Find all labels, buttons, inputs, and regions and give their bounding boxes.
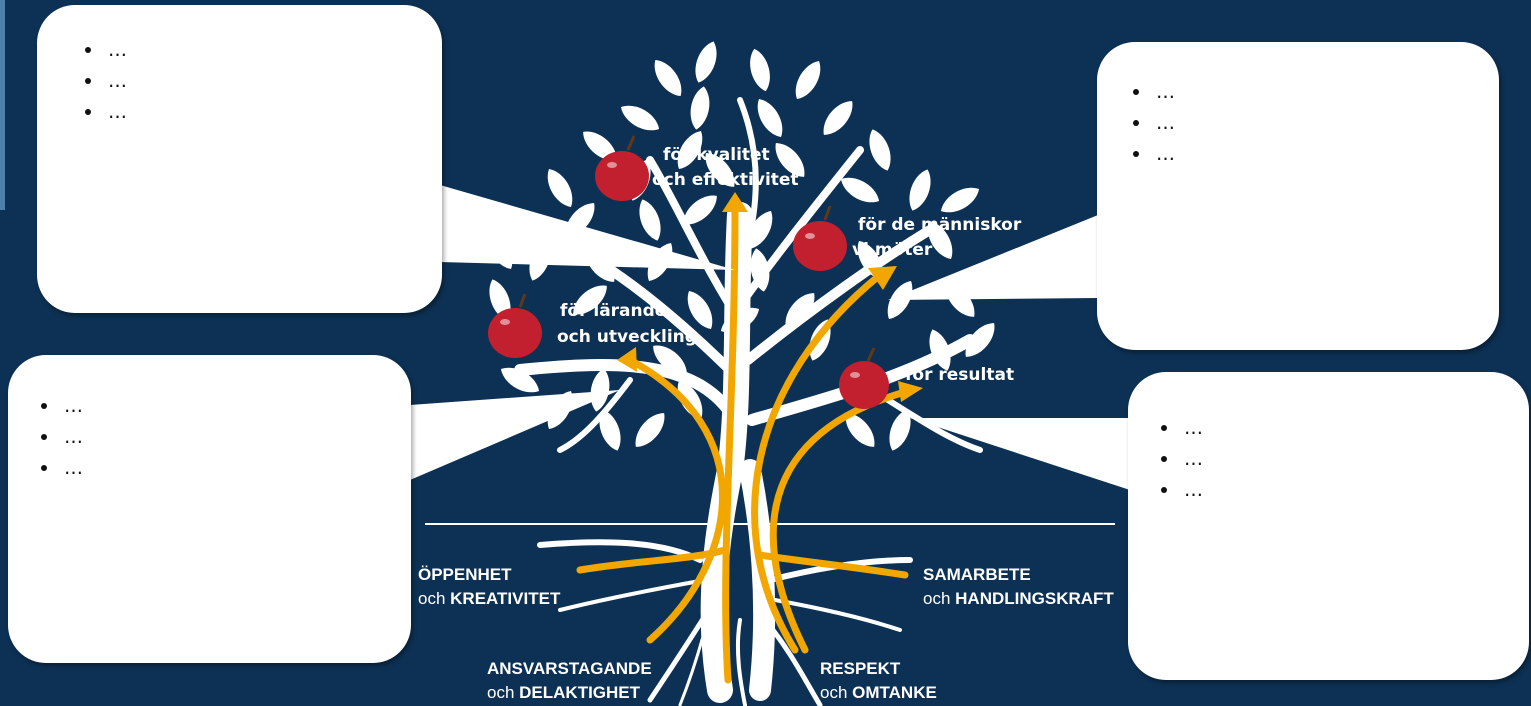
callout-bottom-left[interactable]: … … … xyxy=(8,355,411,663)
fruit-label-larande-1: för lärande xyxy=(560,301,666,321)
leaf-icon xyxy=(869,129,891,171)
leaf-icon xyxy=(639,199,661,241)
leaf-icon xyxy=(940,187,980,213)
bullet-item: … xyxy=(36,393,411,424)
leaf-icon xyxy=(599,409,621,451)
leaf-icon xyxy=(705,153,735,187)
leaf-icon xyxy=(785,293,815,327)
growth-arrows xyxy=(576,206,909,684)
bullet-item: … xyxy=(36,424,411,455)
bullet-item: … xyxy=(1156,415,1529,446)
callout-top-left-list: … … … xyxy=(37,5,442,130)
value-samarbete-line2: och HANDLINGSKRAFT xyxy=(923,589,1114,608)
slide-edge-strip xyxy=(0,0,5,210)
bullet-item: … xyxy=(80,37,442,68)
bullet-item: … xyxy=(1156,477,1529,508)
value-oppenhet-line2: och KREATIVITET xyxy=(418,589,561,608)
leaf-icon xyxy=(965,323,995,357)
leaf-icon xyxy=(690,86,710,130)
callout-bottom-right[interactable]: … … … xyxy=(1128,372,1529,680)
value-respekt-line1: RESPEKT xyxy=(820,659,901,678)
pointer-top-right xyxy=(888,215,1098,300)
leaf-icon xyxy=(840,177,880,203)
value-ansvar-line1: ANSVARSTAGANDE xyxy=(487,659,652,678)
leaf-icon xyxy=(654,59,682,97)
leaf-icon xyxy=(823,101,853,135)
fruit-label-kvalitet-2: och effektivitet xyxy=(652,170,799,190)
value-ansvar-line2: och DELAKTIGHET xyxy=(487,683,641,702)
pointer-bottom-left xyxy=(410,390,620,480)
leaf-icon xyxy=(747,210,773,250)
apple-larande xyxy=(488,293,542,358)
apple-kvalitet xyxy=(595,135,649,201)
arrow-heads xyxy=(617,192,923,402)
pointer-bottom-right xyxy=(910,418,1130,490)
leaf-icon xyxy=(620,105,660,131)
leaf-icon xyxy=(500,367,540,393)
leaf-icon xyxy=(653,345,687,375)
leaf-icon xyxy=(887,280,913,320)
callout-bottom-left-list: … … … xyxy=(8,355,411,486)
leaf-icon xyxy=(635,413,665,447)
leaf-icon xyxy=(695,41,717,83)
leaf-icon xyxy=(845,413,875,447)
callout-bottom-right-list: … … … xyxy=(1128,372,1529,508)
leaf-icon xyxy=(583,131,617,161)
value-respekt-line2: och OMTANKE xyxy=(820,683,937,702)
callout-top-left[interactable]: … … … xyxy=(37,5,442,313)
leaf-icon xyxy=(677,380,703,420)
callout-top-right[interactable]: … … … xyxy=(1097,42,1499,350)
bullet-item: … xyxy=(80,68,442,99)
leaf-icon xyxy=(683,195,717,225)
leaf-icon xyxy=(889,409,911,451)
leaf-icon xyxy=(795,60,821,100)
bullet-item: … xyxy=(1156,446,1529,477)
fruit-label-manniskor-2: vi möter xyxy=(852,240,933,260)
bullet-item: … xyxy=(1128,141,1499,172)
leaf-icon xyxy=(757,98,783,138)
value-oppenhet-line1: ÖPPENHET xyxy=(418,565,512,584)
value-samarbete-line1: SAMARBETE xyxy=(923,565,1031,584)
leaf-icon xyxy=(750,48,770,92)
bullet-item: … xyxy=(36,455,411,486)
arrowhead-right xyxy=(898,381,923,402)
fruit-label-resultat: för resultat xyxy=(905,365,1014,385)
leaf-icon xyxy=(687,290,713,330)
bullet-item: … xyxy=(80,99,442,130)
arrowhead-upright xyxy=(868,266,897,290)
fruit-label-manniskor-1: för de människor xyxy=(858,215,1022,235)
arrowhead-up xyxy=(722,192,748,212)
bullet-item: … xyxy=(1128,110,1499,141)
callout-pointers xyxy=(410,185,1130,490)
leaf-icon xyxy=(573,285,607,315)
callout-top-right-list: … … … xyxy=(1097,42,1499,172)
bullet-item: … xyxy=(1128,79,1499,110)
arrowhead-left xyxy=(617,347,637,372)
leaf-icon xyxy=(677,130,703,170)
pointer-top-left xyxy=(440,185,735,270)
leaf-icon xyxy=(909,169,931,211)
leaf-icon xyxy=(547,168,573,208)
apple-manniskor xyxy=(793,205,847,271)
leaf-icon xyxy=(775,143,805,177)
apple-resultat xyxy=(839,347,889,409)
fruit-label-larande-2: och utveckling xyxy=(557,327,697,347)
fruit-label-kvalitet-1: för kvalitet xyxy=(663,145,770,165)
leaf-icon xyxy=(590,368,610,412)
